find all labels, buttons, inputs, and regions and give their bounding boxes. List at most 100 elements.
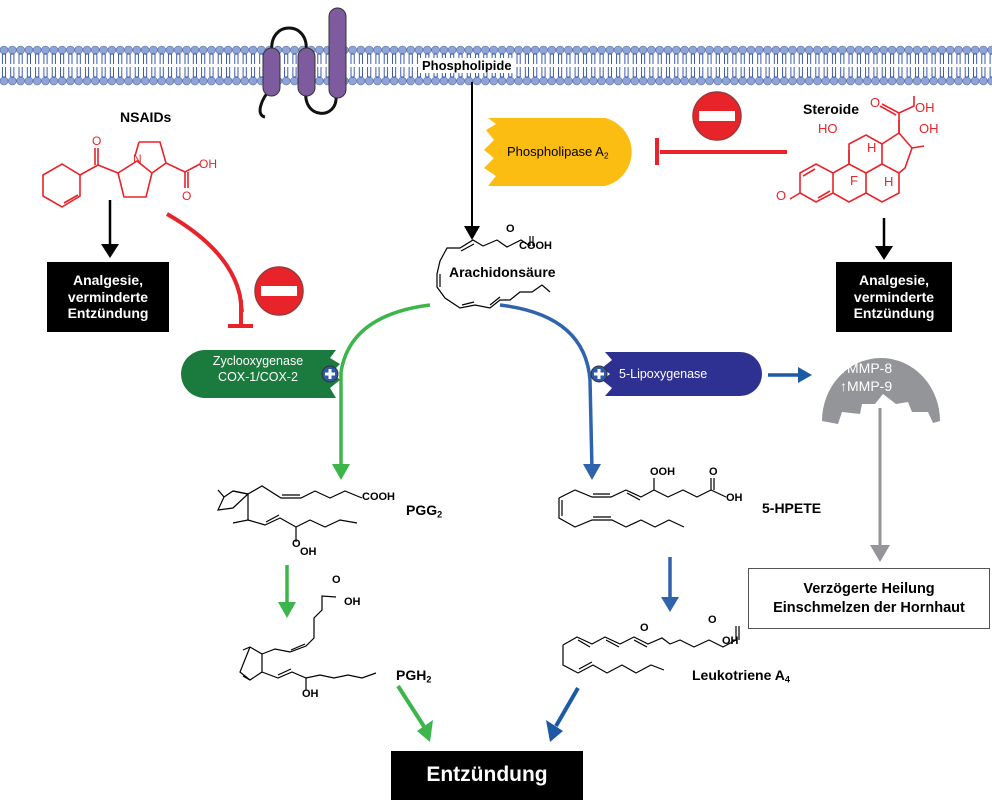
lipid-tail [134,67,139,78]
lipid-head [796,76,806,86]
lipid-head [124,45,133,55]
lipid-head [132,76,142,86]
lipid-head [580,45,590,55]
lipid-head [730,76,739,86]
lipid-head [738,76,748,86]
lipid-tail [118,67,123,78]
mmp-shape [822,358,940,424]
lipid-tail [798,53,803,64]
lipid-head [671,76,681,86]
lipid-head [829,45,839,55]
lipid-head [472,45,482,55]
arrow-pgg2-to-pgh2 [278,602,296,618]
lipid-tail [641,53,646,64]
lipid-head [165,76,175,86]
lipid-head [356,76,366,86]
lipid-tail [807,53,812,64]
lta4-epoxide-o: O [640,622,649,634]
lipid-tail [392,67,397,78]
lipid-head [115,45,125,55]
lipid-tail [757,67,762,78]
arrow-hpete-to-lta4 [661,597,679,612]
lipid-head [945,45,955,55]
lipid-head [904,45,914,55]
lipid-head [439,76,449,86]
lipid-head [854,76,864,86]
lipid-tail [981,53,986,64]
lipid-head [730,45,739,55]
lipid-head [381,76,391,86]
lipid-head [954,45,963,55]
lipid-tail [823,53,828,64]
lipid-head [813,76,822,86]
steroid-h-upper: H [867,140,877,155]
lipid-tail [109,67,114,78]
lta4-acid-oh: OH [722,635,739,647]
lipid-head [32,76,42,86]
lipid-head [182,76,191,86]
lipid-tail [350,53,355,64]
lipid-tail [715,53,720,64]
lipid-head [41,76,50,86]
lipid-head [24,45,34,55]
lipid-tail [76,53,81,64]
lipid-head [66,45,75,55]
pgg2-subscript: 2 [437,509,443,520]
lipid-tail [765,67,770,78]
arrow-nsaid-effect [101,244,119,258]
lipid-head [356,45,366,55]
lipid-tail [616,53,621,64]
lipid-tail [582,53,588,64]
lipid-head [920,76,930,86]
lipid-head [896,76,905,86]
lipid-tail [724,53,729,64]
lipid-tail [699,67,704,78]
lipid-head [248,76,258,86]
lipid-head [547,76,557,86]
lipid-head [638,45,648,55]
lipid-tail [259,67,264,78]
lipid-head [588,76,598,86]
lipid-head [157,76,166,86]
lipid-tail [790,67,795,78]
lipid-tail [773,53,778,64]
lipid-head [804,45,814,55]
lipid-tail [641,67,646,78]
lipid-tail [516,67,521,78]
lipid-tail [616,67,621,78]
lipid-head [364,76,374,86]
lipid-head [846,45,855,55]
lipid-tail [939,67,944,78]
lipid-tail [143,67,148,78]
lipid-tail [101,67,106,78]
lipid-head [987,45,992,55]
lipid-tail [865,53,870,64]
lipid-head [223,76,233,86]
lipid-tail [740,67,745,78]
lipid-tail [807,67,812,78]
lipid-tail [192,53,197,64]
steroid-structure [789,96,925,203]
lipid-tail [400,67,405,78]
steroid-effect-line-1: Analgesie, [858,272,930,289]
lipid-head [91,45,100,55]
lipid-tail [549,67,554,78]
lipid-tail [690,67,695,78]
lipid-tail [599,53,604,64]
lipid-head [132,45,142,55]
transmembrane-protein [258,7,347,119]
lipid-head [572,45,582,55]
lipid-head [555,76,565,86]
lipid-tail [242,67,247,78]
lipid-tail [782,67,787,78]
mmp-line-1: ↑MMP-8 [840,360,893,376]
lipid-head [721,45,731,55]
lipid-tail [707,67,712,78]
lipid-head [248,45,258,55]
lipid-head [398,45,407,55]
lipid-head [904,76,914,86]
lipid-tail [566,53,571,64]
lipid-head [91,76,100,86]
lipid-tail [657,53,662,64]
